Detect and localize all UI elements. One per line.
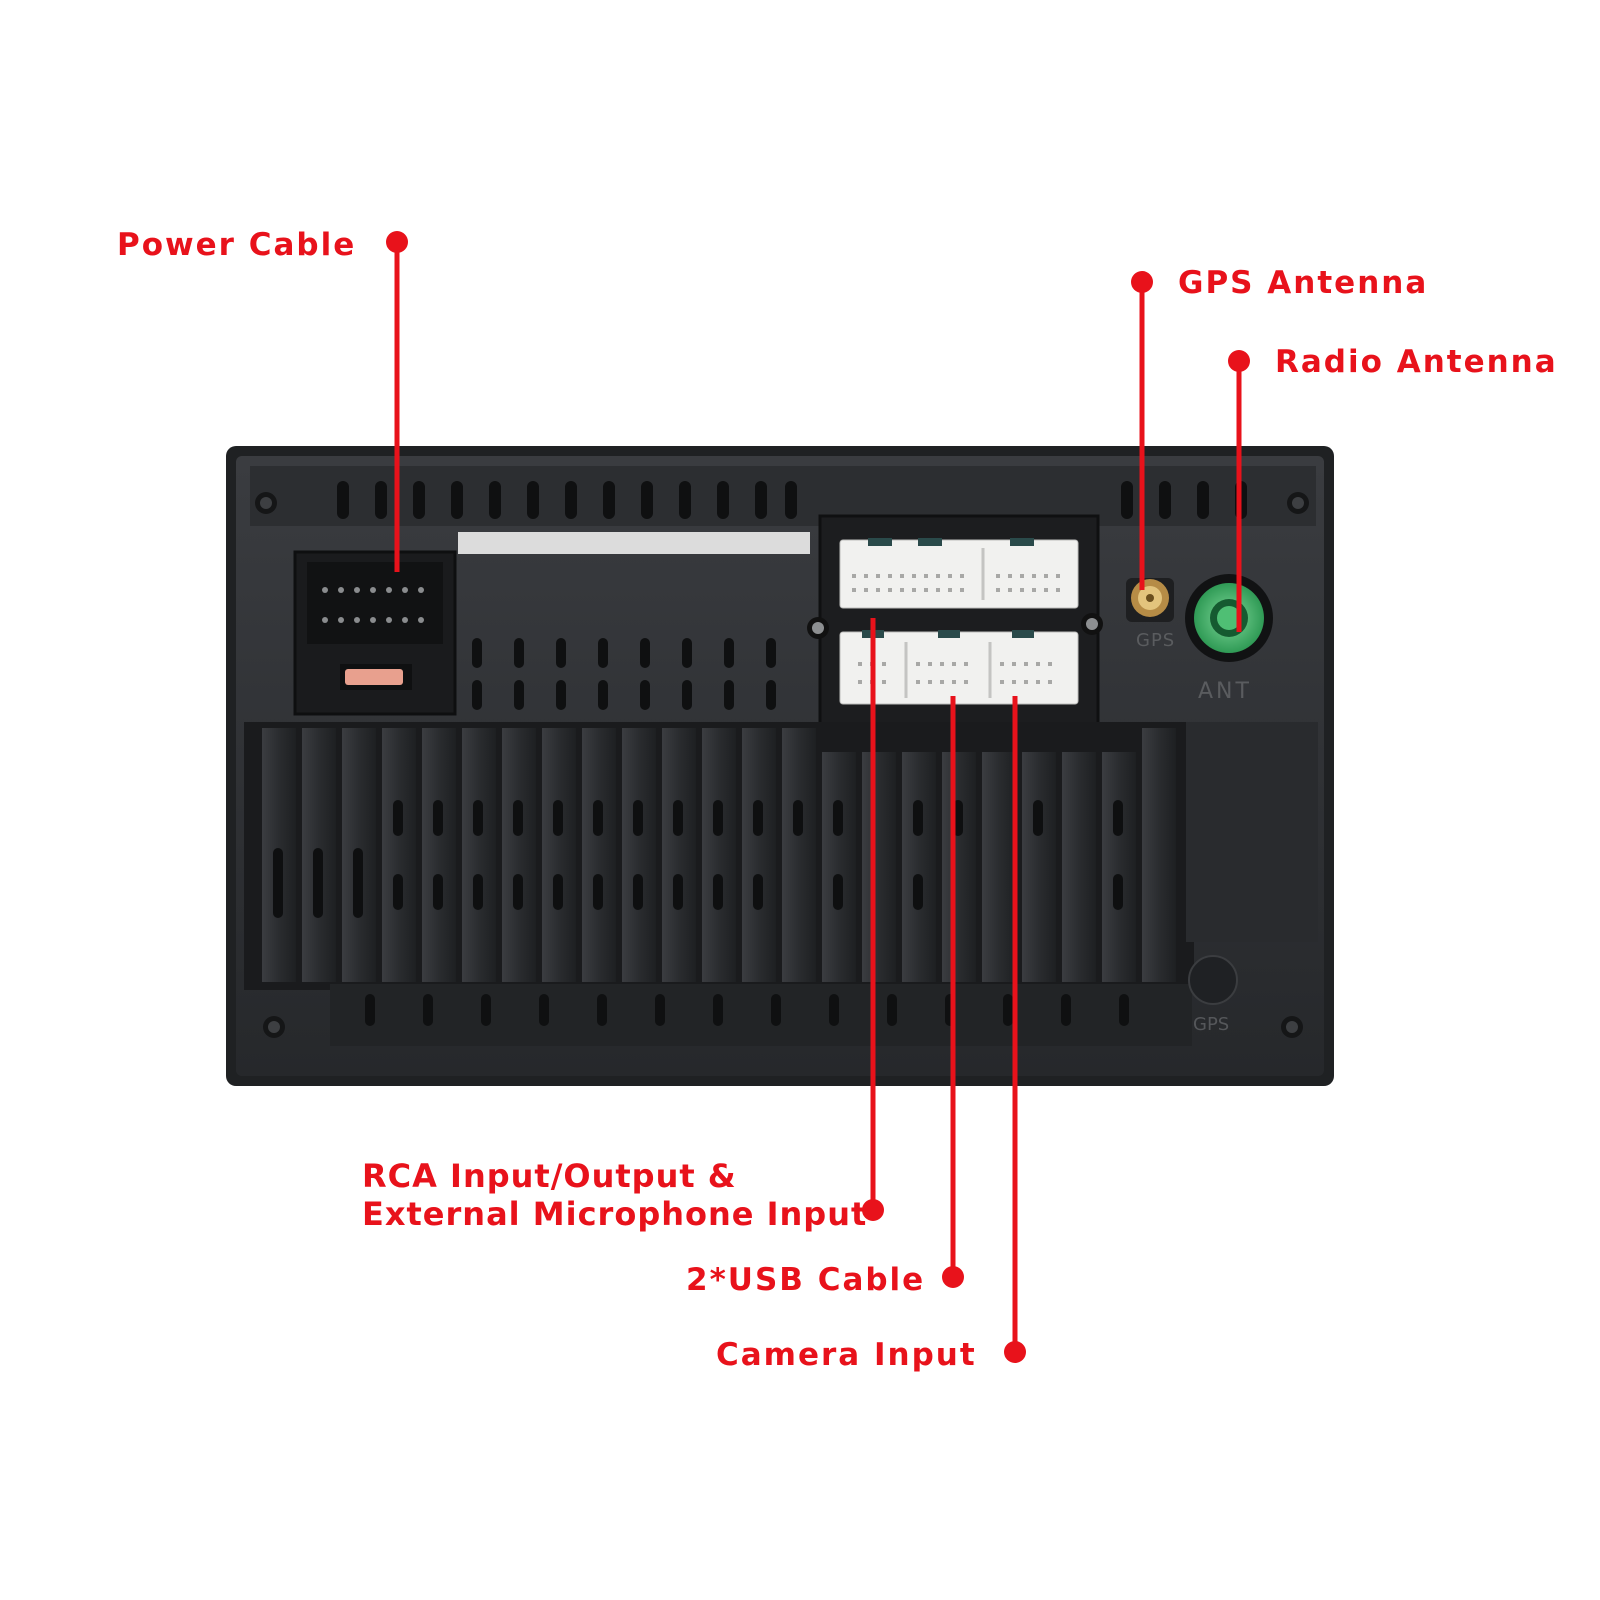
camera-leader [1004,696,1026,1363]
rca-label-line2: External Microphone Input [362,1195,868,1233]
fuse [345,669,403,685]
mid-vent-slots [472,638,776,710]
heat-sink-fins [244,722,1194,990]
gps-antenna-leader [1131,271,1153,590]
gps-sticker [1188,955,1238,1005]
gps-antenna-label: GPS Antenna [1178,265,1429,301]
radio-antenna-port [1185,574,1273,662]
rca-label-line1: RCA Input/Output & [362,1157,737,1195]
bottom-vent-slots [330,955,1238,1046]
usb-cable-label: 2*USB Cable [686,1262,926,1298]
power-connector [293,550,457,716]
radio-antenna-leader [1228,350,1250,632]
gps-antenna-port [1126,578,1174,622]
radio-antenna-label: Radio Antenna [1275,344,1558,380]
right-side-panel [1186,722,1318,942]
top-vent-slots [337,481,1247,519]
usb-leader [942,696,964,1288]
power-cable-leader [386,231,408,572]
power-cable-label: Power Cable [117,227,357,263]
rca-leader [862,618,884,1221]
camera-input-label: Camera Input [716,1337,977,1373]
gps-bottom-marking: GPS [1193,1014,1229,1035]
connector-panel [807,514,1103,754]
corner-screws [255,492,1309,1038]
ant-port-marking: ANT [1198,679,1252,704]
gps-port-marking: GPS [1136,630,1175,651]
serial-label-sticker [458,532,810,554]
